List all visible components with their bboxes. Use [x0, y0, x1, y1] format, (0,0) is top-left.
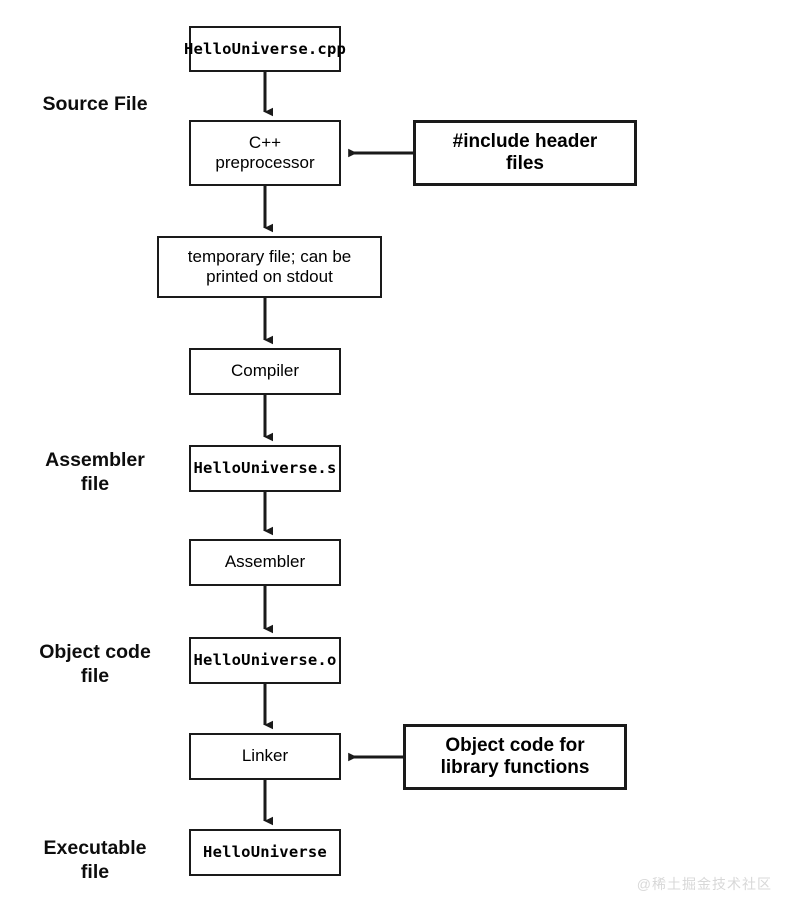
- node-label: HelloUniverse: [203, 843, 327, 862]
- node-label: temporary file; can be printed on stdout: [187, 246, 352, 286]
- node-label: C++ preprocessor: [215, 132, 315, 172]
- node-linker[interactable]: Linker: [189, 733, 341, 780]
- node-label: HelloUniverse.cpp: [183, 39, 347, 58]
- node-label: Linker: [241, 746, 289, 766]
- node-temporary-file[interactable]: temporary file; can be printed on stdout: [157, 236, 382, 298]
- label-assembler-file: Assembler file: [45, 449, 145, 496]
- node-label: Object code for library functions: [440, 734, 590, 778]
- node-include-header-files[interactable]: #include header files: [413, 120, 637, 186]
- node-preprocessor[interactable]: C++ preprocessor: [189, 120, 341, 186]
- node-compiler[interactable]: Compiler: [189, 348, 341, 395]
- node-label: HelloUniverse.s: [193, 459, 337, 478]
- node-source-file-box[interactable]: HelloUniverse.cpp: [184, 26, 346, 72]
- node-label: Assembler: [224, 552, 306, 572]
- node-assembler[interactable]: Assembler: [189, 539, 341, 586]
- node-object-file-box[interactable]: HelloUniverse.o: [189, 637, 341, 684]
- label-object-code-file: Object code file: [39, 641, 151, 688]
- node-object-code-library[interactable]: Object code for library functions: [403, 724, 627, 790]
- node-label: HelloUniverse.o: [193, 651, 337, 670]
- node-assembler-file-box[interactable]: HelloUniverse.s: [189, 445, 341, 492]
- node-label: #include header files: [452, 130, 598, 174]
- label-source-file: Source File: [42, 93, 148, 115]
- node-executable-box[interactable]: HelloUniverse: [189, 829, 341, 876]
- label-executable-file: Executable file: [43, 837, 147, 884]
- watermark: @稀土掘金技术社区: [636, 876, 772, 892]
- node-label: Compiler: [230, 361, 300, 381]
